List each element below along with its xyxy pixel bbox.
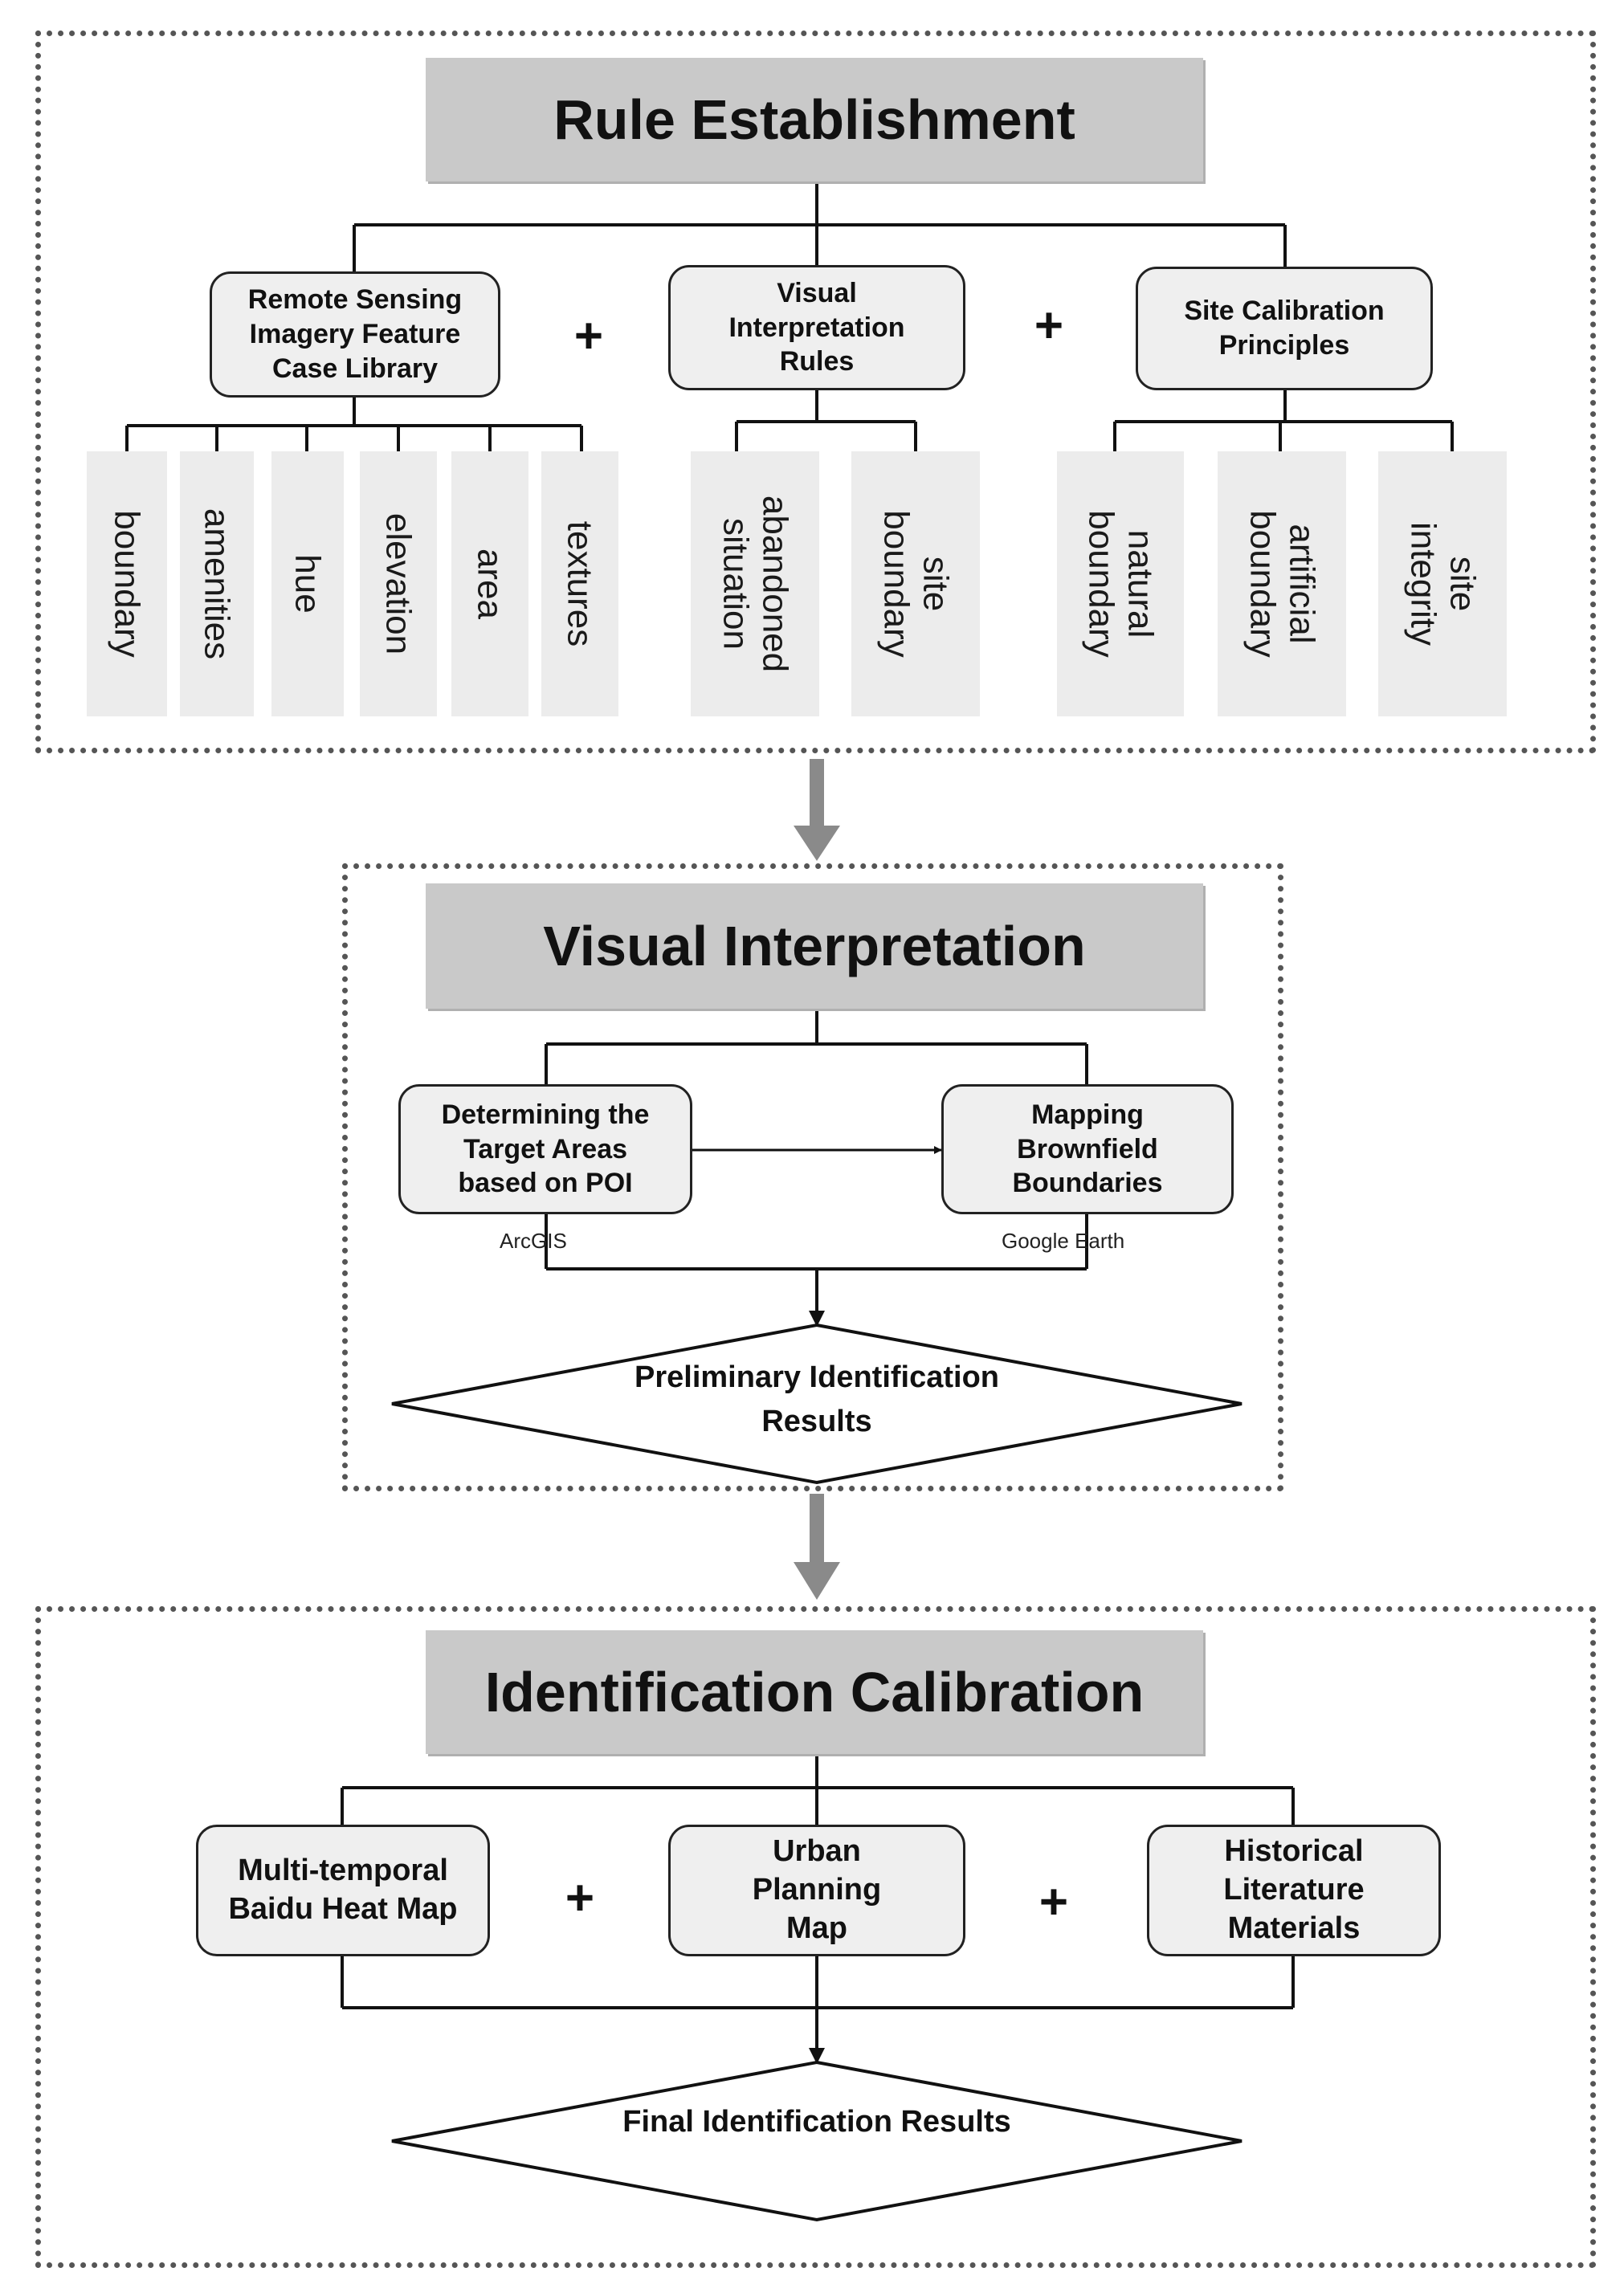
- leaf-textures: textures: [541, 451, 618, 716]
- preliminary-results-label: Preliminary Identification Results: [635, 1360, 999, 1439]
- arcgis-label: ArcGIS: [500, 1229, 567, 1253]
- rule-establishment-title: Rule Establishment: [426, 58, 1203, 181]
- final-results-label: Final Identification Results: [622, 2105, 1011, 2139]
- identification-calibration-title: Identification Calibration: [426, 1630, 1203, 1754]
- leaf-area: area: [451, 451, 528, 716]
- calibration-principles-box: Site Calibration Principles: [1136, 267, 1433, 390]
- target-areas-box: Determining the Target Areas based on PO…: [398, 1084, 692, 1214]
- preliminary-results-diamond: [391, 1323, 1242, 1485]
- leaf-artificial-boundary: artificial boundary: [1218, 451, 1346, 716]
- leaf-elevation: elevation: [360, 451, 437, 716]
- leaf-site-integrity: site integrity: [1378, 451, 1507, 716]
- leaf-natural-boundary: natural boundary: [1057, 451, 1184, 716]
- case-library-box: Remote Sensing Imagery Feature Case Libr…: [210, 271, 500, 398]
- plus-sign: +: [565, 1870, 595, 1926]
- identification-calibration-section: [35, 1606, 1596, 2268]
- leaf-boundary: boundary: [87, 451, 167, 716]
- final-results-diamond: [391, 2060, 1242, 2222]
- rule-establishment-section: [35, 31, 1596, 753]
- plus-sign: +: [573, 308, 604, 364]
- leaf-abandoned-situation: abandoned situation: [691, 451, 819, 716]
- baidu-heat-map-box: Multi-temporal Baidu Heat Map: [196, 1825, 490, 1956]
- leaf-site-boundary: site boundary: [851, 451, 980, 716]
- brownfield-boundaries-box: Mapping Brownfield Boundaries: [941, 1084, 1234, 1214]
- leaf-hue: hue: [271, 451, 344, 716]
- visual-interpretation-section: [342, 863, 1283, 1491]
- visual-rules-box: Visual Interpretation Rules: [668, 265, 965, 390]
- flow-arrow: [794, 759, 840, 1600]
- historical-literature-box: Historical Literature Materials: [1147, 1825, 1441, 1956]
- google-earth-label: Google Earth: [1002, 1229, 1125, 1253]
- leaf-amenities: amenities: [180, 451, 254, 716]
- plus-sign: +: [1038, 1874, 1069, 1930]
- plus-sign: +: [1034, 298, 1064, 353]
- urban-planning-map-box: Urban Planning Map: [668, 1825, 965, 1956]
- visual-interpretation-title: Visual Interpretation: [426, 883, 1203, 1009]
